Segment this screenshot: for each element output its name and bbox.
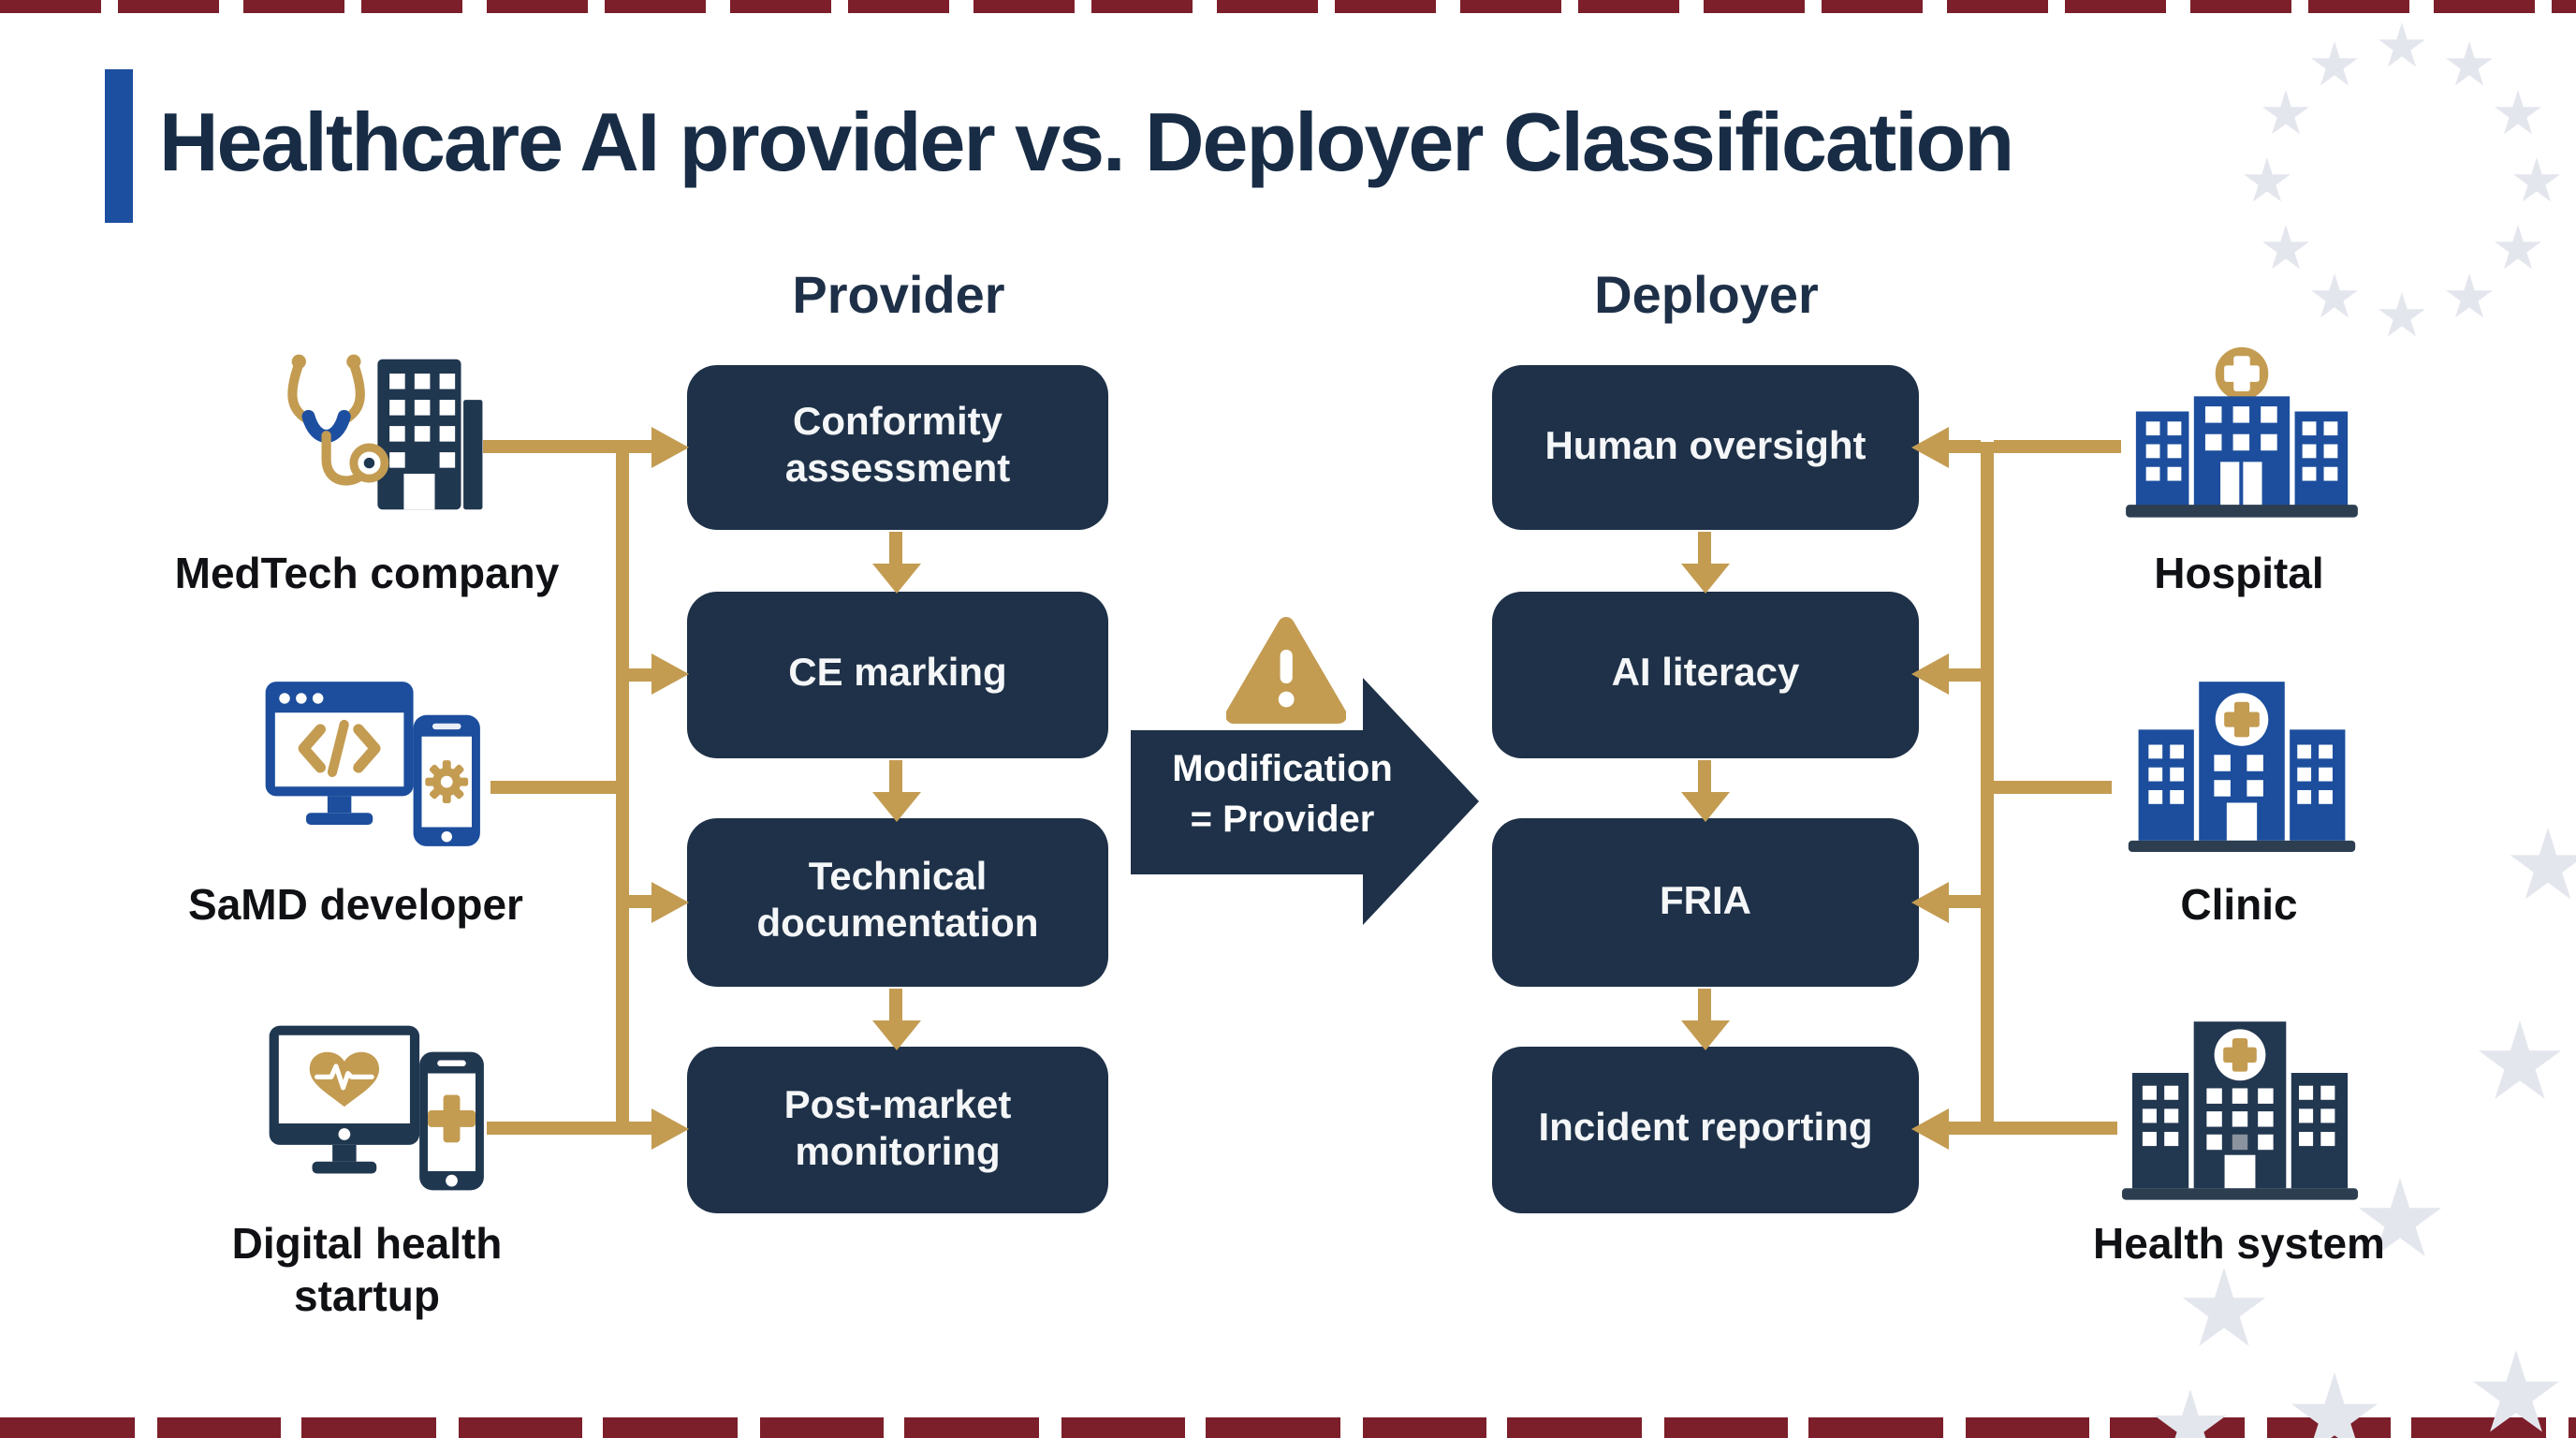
page-title: Healthcare AI provider vs. Deployer Clas…	[159, 97, 2014, 189]
deployer-column-header: Deployer	[1594, 266, 1819, 324]
title-accent-bar	[105, 69, 133, 223]
provider-box-technical-documentation: Technical documentation	[687, 818, 1108, 987]
provider-box-post-market-monitoring: Post-market monitoring	[687, 1047, 1108, 1213]
modification-arrow-label: Modification = Provider	[1172, 749, 1393, 841]
clinic-building-icon	[2128, 682, 2356, 852]
deployer-box-incident-reporting: Incident reporting	[1492, 1047, 1919, 1213]
provider-column-header: Provider	[792, 266, 1005, 324]
deployer-box-fria: FRIA	[1492, 818, 1919, 987]
warning-triangle-icon	[1226, 617, 1346, 724]
entity-label-samd-developer: SaMD developer	[188, 880, 523, 929]
deployer-box-human-oversight: Human oversight	[1492, 365, 1919, 530]
entity-label-medtech-company: MedTech company	[174, 549, 560, 597]
top-dashed-bar	[0, 0, 2576, 13]
modification-arrow	[1131, 730, 1363, 874]
provider-box-conformity-assessment: Conformity assessment	[687, 365, 1108, 530]
provider-box-ce-marking: CE marking	[687, 592, 1108, 758]
monitor-heart-smartphone-cross-icon	[269, 1025, 484, 1191]
hospital-building-icon	[2126, 342, 2358, 518]
entity-label-clinic: Clinic	[2180, 880, 2298, 929]
entity-label-digital-health-startup: Digital health startup	[231, 1219, 503, 1320]
health-system-building-icon	[2121, 1021, 2359, 1200]
bottom-dashed-bar	[0, 1417, 2576, 1438]
entity-label-hospital: Hospital	[2154, 549, 2324, 597]
monitor-code-smartphone-gear-icon	[265, 682, 480, 846]
deployer-box-ai-literacy: AI literacy	[1492, 592, 1919, 758]
entity-label-health-system: Health system	[2093, 1219, 2385, 1268]
stethoscope-building-icon	[287, 354, 483, 510]
modification-arrow-head	[1363, 678, 1479, 925]
